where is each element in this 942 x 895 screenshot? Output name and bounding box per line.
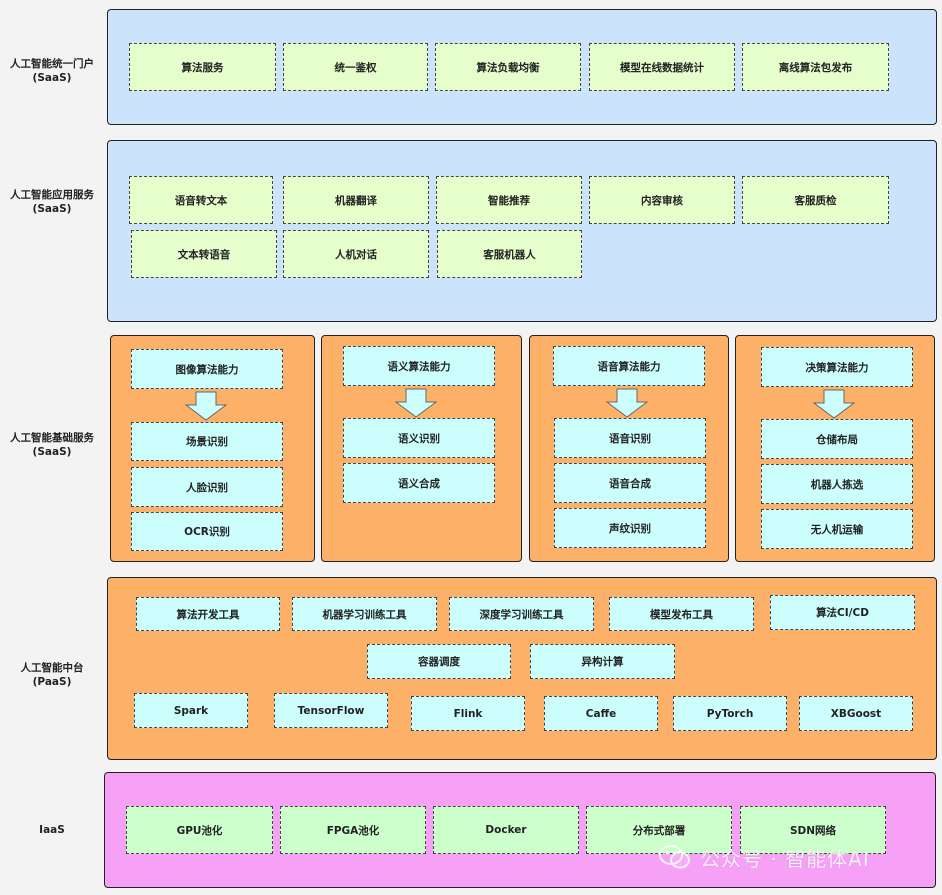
app-item: 语音转文本 <box>129 176 273 224</box>
app-item: 机器翻译 <box>283 176 429 224</box>
iaas-item: FPGA池化 <box>280 806 426 854</box>
app-item: 内容审核 <box>589 176 735 224</box>
layer-label-base: 人工智能基础服务 (SaaS) <box>10 432 94 458</box>
down-arrow-icon <box>812 389 856 419</box>
base-item: 无人机运输 <box>761 509 913 549</box>
base-group-title: 语音算法能力 <box>553 346 705 386</box>
iaas-item: 分布式部署 <box>586 806 732 854</box>
app-item: 智能推荐 <box>436 176 582 224</box>
portal-item: 离线算法包发布 <box>742 43 889 91</box>
base-item: 人脸识别 <box>131 467 283 507</box>
layer-label-app: 人工智能应用服务 (SaaS) <box>10 189 94 215</box>
base-item: 机器人拣选 <box>761 464 913 504</box>
base-item: OCR识别 <box>131 512 283 551</box>
base-item: 语义识别 <box>343 418 495 458</box>
iaas-item: GPU池化 <box>126 806 273 854</box>
middle-framework: Flink <box>411 696 525 731</box>
app-item: 客服机器人 <box>437 230 582 278</box>
layer-label-portal: 人工智能统一门户 (SaaS) <box>10 58 94 84</box>
middle-framework: XBGoost <box>799 696 913 731</box>
middle-framework: Spark <box>134 693 248 728</box>
wechat-icon <box>659 845 690 869</box>
middle-framework: TensorFlow <box>274 693 388 728</box>
down-arrow-icon <box>184 391 228 421</box>
middle-tool: 深度学习训练工具 <box>449 597 594 631</box>
base-item: 语义合成 <box>343 463 495 503</box>
watermark-text: 公众号 · 智能体AI <box>700 846 870 871</box>
middle-scheduling: 容器调度 <box>367 644 511 679</box>
middle-framework: Caffe <box>544 696 658 731</box>
base-item: 仓储布局 <box>761 419 913 459</box>
middle-tool: 模型发布工具 <box>609 597 754 631</box>
layer-label-iaas: IaaS <box>39 824 65 836</box>
base-item: 语音识别 <box>554 418 706 458</box>
base-item: 语音合成 <box>554 463 706 503</box>
base-group-title: 图像算法能力 <box>131 349 283 389</box>
app-item: 人机对话 <box>283 230 429 278</box>
iaas-item: Docker <box>433 806 579 854</box>
middle-tool: 算法开发工具 <box>136 597 280 631</box>
portal-item: 模型在线数据统计 <box>589 43 735 91</box>
app-item: 客服质检 <box>742 176 889 224</box>
base-group-title: 语义算法能力 <box>343 346 495 386</box>
app-item: 文本转语音 <box>131 230 277 278</box>
watermark: 公众号 · 智能体AI <box>658 842 870 872</box>
base-item: 声纹识别 <box>554 508 706 548</box>
portal-item: 统一鉴权 <box>283 43 428 91</box>
portal-item: 算法负载均衡 <box>435 43 581 91</box>
iaas-item: SDN网络 <box>740 806 886 854</box>
middle-scheduling: 异构计算 <box>530 644 675 679</box>
down-arrow-icon <box>394 388 438 418</box>
portal-item: 算法服务 <box>129 43 276 91</box>
layer-label-middle: 人工智能中台 (PaaS) <box>20 662 84 688</box>
down-arrow-icon <box>605 388 649 418</box>
base-item: 场景识别 <box>131 422 283 461</box>
middle-tool: 算法CI/CD <box>770 595 915 630</box>
middle-tool: 机器学习训练工具 <box>292 597 437 631</box>
base-group-title: 决策算法能力 <box>761 347 913 387</box>
middle-framework: PyTorch <box>673 696 787 731</box>
